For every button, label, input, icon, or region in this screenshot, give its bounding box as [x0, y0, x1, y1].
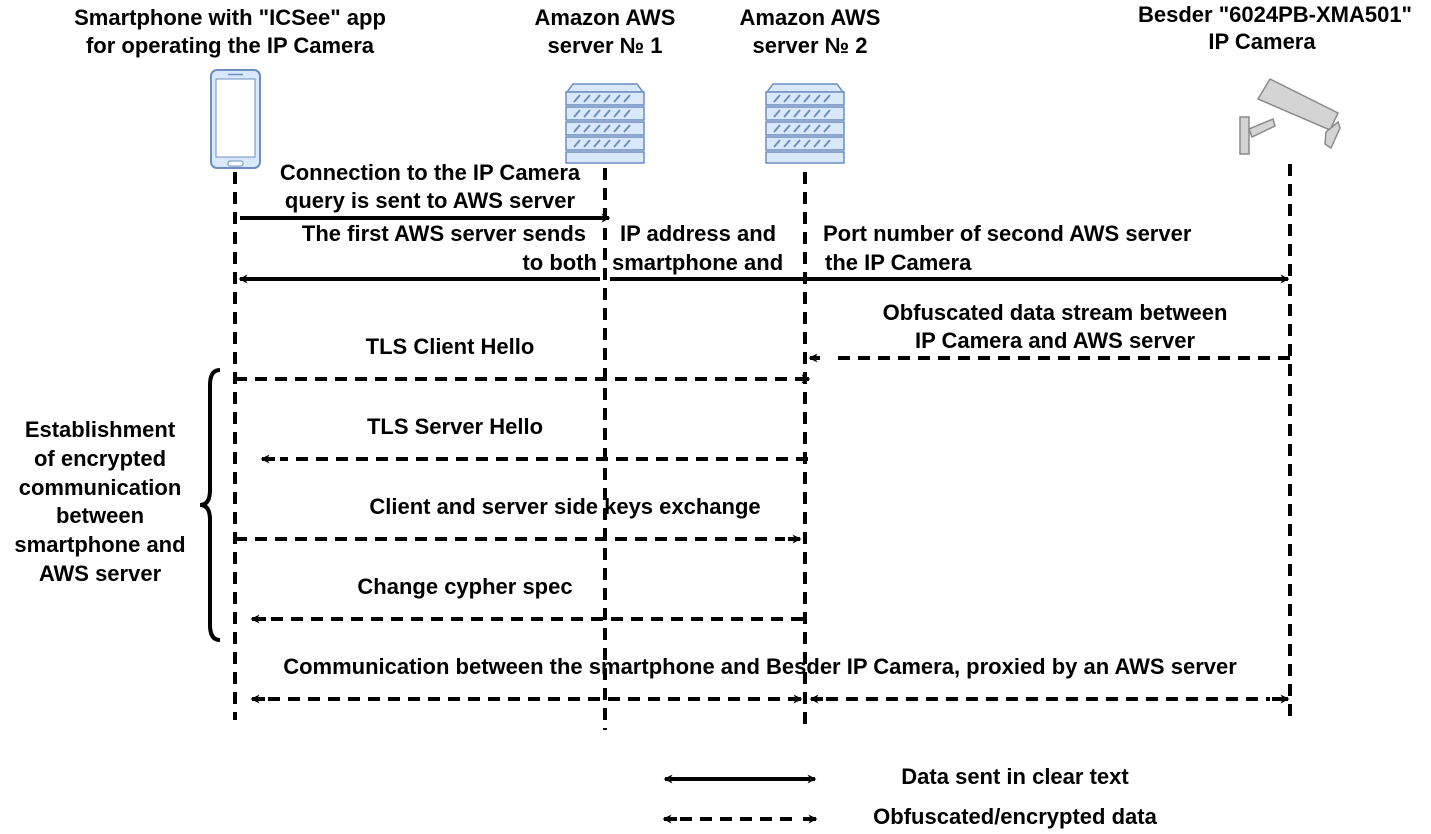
msg-ip-port-mid-line2: smartphone and — [612, 250, 783, 275]
brace-label-line3: communication — [19, 475, 182, 500]
msg-ip-port-right-line2: the IP Camera — [825, 250, 972, 275]
msg-camera-stream-label-line2: IP Camera and AWS server — [915, 328, 1195, 353]
actor-camera-title-line2: IP Camera — [1208, 29, 1316, 54]
server-icon — [765, 83, 845, 164]
legend: Data sent in clear text Obfuscated/encry… — [662, 764, 1158, 829]
msg-ip-port-left-line2: to both — [522, 250, 597, 275]
msg-ip-port-right-line1: Port number of second AWS server — [823, 221, 1192, 246]
actor-aws1-title-line2: server № 1 — [547, 33, 662, 58]
msg-camera-stream-label-line1: Obfuscated data stream between — [883, 300, 1228, 325]
actor-smartphone-title-line2: for operating the IP Camera — [86, 33, 375, 58]
smartphone-icon — [210, 69, 261, 169]
msg-keys-exchange-label: Client and server side keys exchange — [369, 494, 760, 519]
legend-obfuscated-label: Obfuscated/encrypted data — [873, 804, 1157, 829]
brace-label-line6: AWS server — [39, 561, 162, 586]
msg-connection-query-label-line1: Connection to the IP Camera — [280, 160, 581, 185]
brace-label-line4: between — [56, 503, 144, 528]
msg-tls-server-hello-label: TLS Server Hello — [367, 414, 543, 439]
msg-ip-port-mid-line1: IP address and — [620, 221, 776, 246]
msg-proxied-comm-label: Communication between the smartphone and… — [283, 654, 1237, 679]
msg-change-cypher-label: Change cypher spec — [357, 574, 572, 599]
msg-connection-query-label-line2: query is sent to AWS server — [285, 188, 576, 213]
security-camera-icon — [1239, 78, 1341, 155]
server-icon — [565, 83, 645, 164]
msg-tls-client-hello-label: TLS Client Hello — [366, 334, 535, 359]
handshake-brace — [199, 368, 221, 642]
msg-ip-port-left-line1: The first AWS server sends — [302, 221, 586, 246]
actor-aws1-title-line1: Amazon AWS — [535, 5, 676, 30]
actor-camera-title-line1: Besder "6024PB-XMA501" — [1138, 2, 1412, 27]
brace-label-line2: of encrypted — [34, 446, 166, 471]
actor-aws2-title-line2: server № 2 — [752, 33, 867, 58]
actor-smartphone-title-line1: Smartphone with "ICSee" app — [74, 5, 386, 30]
legend-clear-label: Data sent in clear text — [901, 764, 1129, 789]
actor-aws2-title-line1: Amazon AWS — [740, 5, 881, 30]
brace-label-line1: Establishment — [25, 417, 176, 442]
brace-label-line5: smartphone and — [14, 532, 185, 557]
